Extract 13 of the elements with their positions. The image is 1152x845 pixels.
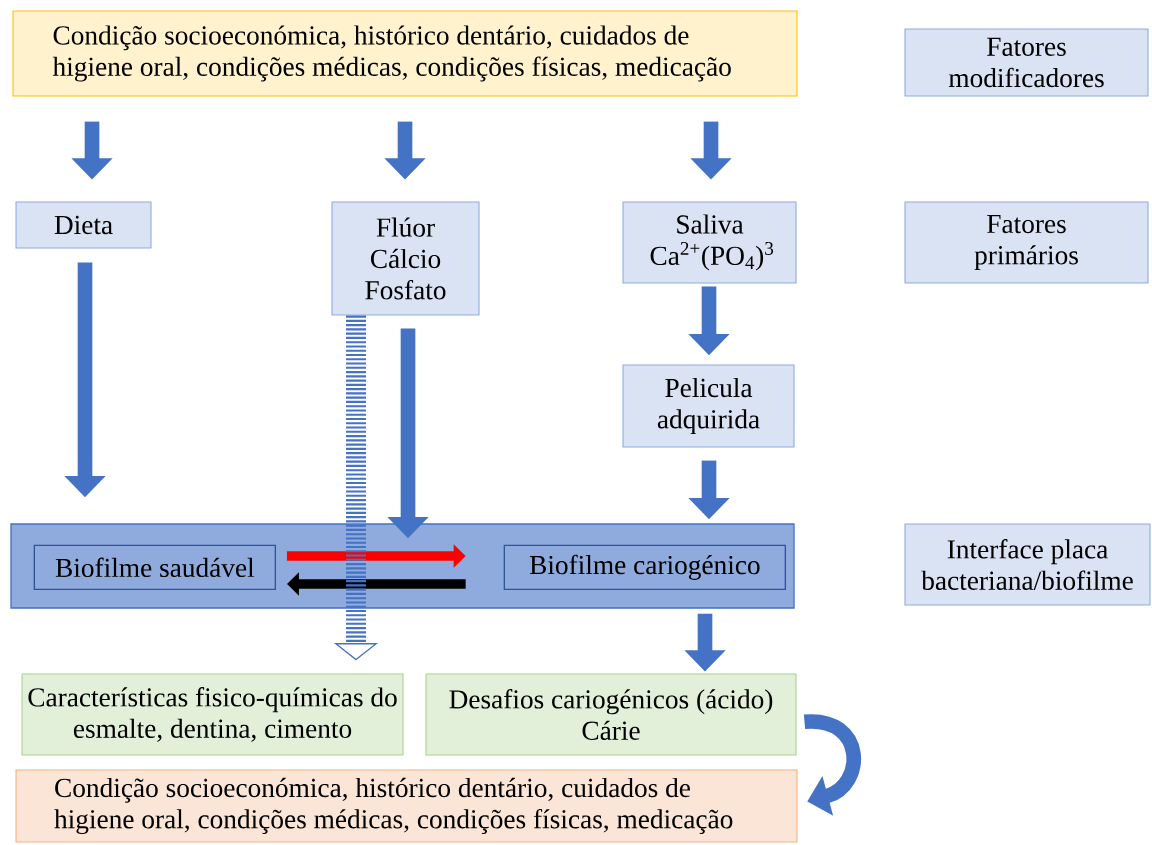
factor-box: Pelicula adquirida xyxy=(622,364,795,448)
biofilm-box: Biofilme cariogénico xyxy=(503,544,786,590)
factor-box: Condição socioeconómica, histórico dentário, cuidados de higiene oral, condições médicas, condições físicas, medicação xyxy=(12,10,798,97)
row-label-box: Fatores modificadores xyxy=(904,28,1149,97)
factor-box: Condição socioeconómica, histórico dentário, cuidados de higiene oral, condições médicas, condições físicas, medicação xyxy=(15,769,798,843)
outcome-box: Características fisico-químicas do esmalte, dentina, cimento xyxy=(21,673,404,756)
row-label-box: Fatores primários xyxy=(904,201,1149,284)
factor-box: Saliva Ca$^{2+}$(PO$_{4}$)$^{3}$ xyxy=(622,201,797,284)
factor-box: Flúor Cálcio Fosfato xyxy=(331,201,480,316)
outcome-box: Desafios cariogénicos (ácido) Cárie xyxy=(425,673,797,756)
factor-box: Dieta xyxy=(15,201,152,249)
row-label-box: Interface placa bacteriana/biofilme xyxy=(904,523,1151,606)
biofilm-box: Biofilme saudável xyxy=(33,544,276,590)
